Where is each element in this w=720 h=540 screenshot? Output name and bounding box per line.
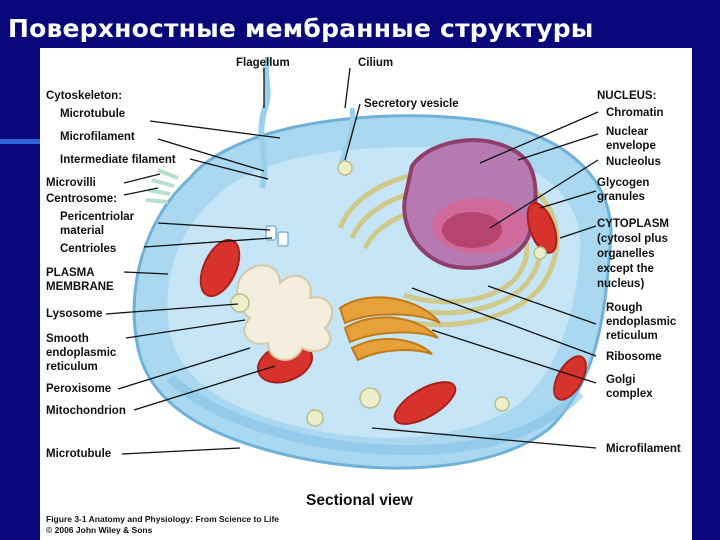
smooth-er	[236, 264, 334, 361]
nucleus	[402, 138, 538, 270]
label-rough-er-1: Rough	[606, 302, 643, 314]
label-nuclear-envelope-2: envelope	[606, 140, 656, 152]
caption-copyright: © 2006 John Wiley & Sons	[46, 525, 153, 535]
label-nucleus: NUCLEUS:	[597, 90, 657, 102]
figure-caption: Figure 3-1 Anatomy and Physiology: From …	[46, 514, 279, 536]
label-microtubule-top: Microtubule	[60, 108, 126, 120]
label-cilium: Cilium	[358, 57, 394, 69]
caption-figure: Figure 3-1 Anatomy and Physiology: From …	[46, 514, 280, 524]
flagellum	[258, 56, 271, 189]
label-pericentriolar-1: Pericentriolar	[60, 211, 135, 223]
label-microfilament-right: Microfilament	[606, 443, 681, 455]
label-microtubule-bottom: Microtubule	[46, 448, 112, 460]
label-centrioles: Centrioles	[60, 243, 117, 255]
label-cytoplasm-4: except the	[597, 263, 654, 275]
label-peroxisome: Peroxisome	[46, 383, 112, 395]
label-intermediate-filament: Intermediate filament	[60, 154, 176, 166]
label-glycogen-1: Glycogen	[597, 177, 650, 189]
leader-lines	[105, 67, 599, 455]
label-centrosome: Centrosome:	[46, 193, 117, 205]
label-nuclear-envelope-1: Nuclear	[606, 126, 649, 138]
label-secretory-vesicle: Secretory vesicle	[364, 98, 459, 110]
label-smooth-er-2: endoplasmic	[46, 347, 117, 359]
slide-title: Поверхностные мембранные структуры	[8, 14, 594, 43]
microvilli	[145, 168, 179, 204]
label-rough-er-3: reticulum	[606, 330, 658, 342]
view-label: Sectional view	[306, 492, 413, 509]
label-smooth-er-3: reticulum	[46, 361, 98, 373]
label-plasma-membrane-2: MEMBRANE	[46, 281, 114, 293]
label-cytoskeleton: Cytoskeleton:	[46, 90, 123, 102]
diagram-panel: Cytoskeleton: Microtubule Microfilament …	[40, 48, 692, 540]
label-chromatin: Chromatin	[606, 107, 664, 119]
label-lysosome: Lysosome	[46, 308, 103, 320]
label-cytoplasm-2: (cytosol plus	[597, 233, 668, 245]
label-smooth-er-1: Smooth	[46, 333, 89, 345]
cell-illustration	[105, 56, 613, 470]
label-cytoplasm-5: nucleus)	[597, 278, 645, 290]
label-rough-er-2: endoplasmic	[606, 316, 677, 328]
label-golgi-1: Golgi	[606, 374, 636, 386]
golgi-complex	[338, 296, 441, 362]
label-cytoplasm-3: organelles	[597, 248, 655, 260]
label-mitochondrion: Mitochondrion	[46, 405, 126, 417]
label-glycogen-2: granules	[597, 191, 645, 203]
accent-line	[0, 139, 40, 144]
label-microfilament-left: Microfilament	[60, 131, 135, 143]
label-golgi-2: complex	[606, 388, 653, 400]
label-cytoplasm-1: CYTOPLASM	[597, 218, 669, 230]
label-nucleolus: Nucleolus	[606, 156, 661, 168]
label-flagellum: Flagellum	[236, 57, 290, 69]
label-ribosome: Ribosome	[606, 351, 662, 363]
vesicles	[230, 160, 547, 427]
label-pericentriolar-2: material	[60, 225, 105, 237]
label-plasma-membrane-1: PLASMA	[46, 267, 95, 279]
label-microvilli: Microvilli	[46, 177, 96, 189]
